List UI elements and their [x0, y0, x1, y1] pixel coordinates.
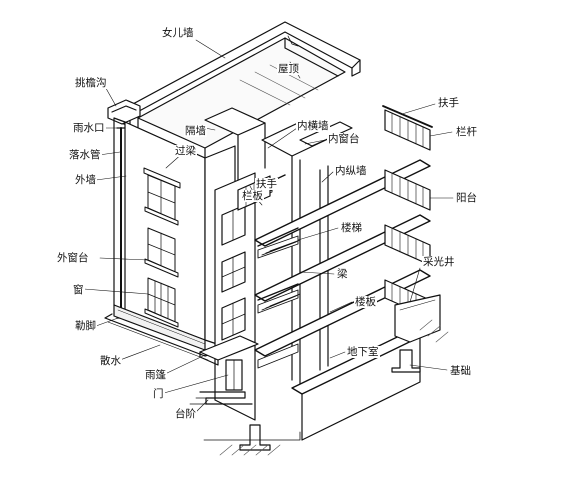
light-well — [394, 294, 441, 343]
label-exterior-wall: 外墙 — [74, 174, 97, 186]
label-lintel: 过梁 — [174, 145, 197, 157]
label-interior-cross-wall: 内横墙 — [296, 120, 330, 132]
label-floor-slab: 楼板 — [354, 296, 377, 308]
label-handrail-stair: 扶手 — [255, 178, 278, 190]
eaves-gutter — [107, 99, 141, 125]
left-facade-windows — [143, 167, 181, 328]
label-handrail-top: 扶手 — [437, 97, 460, 109]
label-canopy: 雨篷 — [144, 369, 167, 381]
label-inner-windowsill: 内窗台 — [327, 133, 361, 145]
entrance-steps — [189, 391, 253, 405]
label-light-well: 采光井 — [422, 256, 456, 268]
label-window: 窗 — [72, 284, 85, 296]
label-entrance-steps: 台阶 — [174, 408, 197, 420]
entrance-canopy — [199, 335, 259, 366]
label-apron: 散水 — [99, 355, 122, 367]
label-basement: 地下室 — [346, 346, 380, 358]
label-eaves-gutter: 挑檐沟 — [74, 77, 108, 89]
balconies — [382, 105, 433, 319]
label-door: 门 — [152, 388, 165, 400]
leader-lines — [83, 39, 454, 413]
label-plinth: 勒脚 — [74, 320, 97, 332]
label-balcony: 阳台 — [455, 192, 478, 204]
label-parapet: 女儿墙 — [161, 27, 195, 39]
label-partition-wall: 隔墙 — [184, 125, 207, 137]
label-exterior-windowsill: 外窗台 — [56, 252, 90, 264]
label-interior-longitudinal-wall: 内纵墙 — [334, 165, 368, 177]
label-foundation: 基础 — [449, 365, 472, 377]
entrance-door — [225, 359, 243, 391]
label-beam: 梁 — [336, 268, 349, 280]
label-guard-panel: 栏板 — [241, 190, 264, 202]
basement — [301, 329, 421, 441]
label-roof: 屋顶 — [277, 63, 300, 75]
foundation — [203, 319, 449, 456]
front-right-wall — [204, 145, 256, 421]
label-rain-outlet: 雨水口 — [72, 122, 106, 134]
label-stairs: 楼梯 — [340, 222, 363, 234]
label-railing: 栏杆 — [455, 126, 478, 138]
label-downpipe: 落水管 — [68, 149, 102, 161]
